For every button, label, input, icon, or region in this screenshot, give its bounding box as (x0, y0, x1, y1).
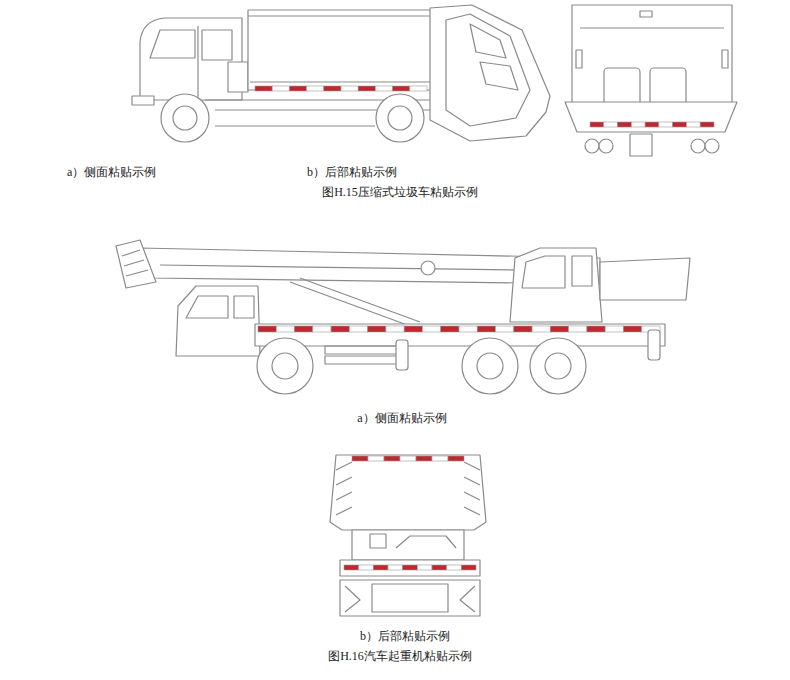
tape-segment (341, 86, 358, 91)
tape-segment (373, 565, 388, 570)
garbage-truck-side (132, 5, 550, 142)
figure-caption: 图H.15压缩式垃圾车粘贴示例 (320, 184, 480, 200)
tape-segment (422, 326, 440, 332)
tape-segment (673, 122, 687, 127)
tape-segment (258, 326, 276, 332)
tape-segment (461, 565, 476, 570)
tape-segment (295, 326, 313, 332)
tape-segment (393, 86, 410, 91)
tape-segment (623, 326, 641, 332)
tape-segment (359, 565, 374, 570)
view-caption: a）侧面粘贴示例 (355, 410, 448, 426)
figure-caption: 图H.16汽车起重机粘贴示例 (326, 648, 474, 664)
tape-segment (386, 326, 404, 332)
tape-segment (686, 122, 700, 127)
tape-segment (569, 326, 587, 332)
tape-segment (605, 326, 623, 332)
tape-segment (604, 122, 618, 127)
tape-segment (700, 122, 714, 127)
tape-segment (344, 565, 359, 570)
crane-truck-side (116, 240, 690, 394)
tape-segment (388, 565, 403, 570)
tape-segment (447, 565, 462, 570)
tape-segment (276, 326, 294, 332)
tape-segment (313, 326, 331, 332)
view-caption: b）后部粘贴示例 (358, 628, 452, 644)
reflective-tape (352, 456, 464, 461)
tape-segment (358, 86, 375, 91)
tape-segment (289, 86, 306, 91)
reflective-tape (258, 326, 660, 332)
tape-segment (349, 326, 367, 332)
tape-segment (375, 86, 392, 91)
tape-segment (331, 326, 349, 332)
tape-segment (631, 122, 645, 127)
view-caption: b）后部粘贴示例 (305, 164, 399, 180)
tape-segment (659, 122, 673, 127)
tape-segment (352, 456, 368, 461)
tape-segment (404, 326, 422, 332)
tape-segment (441, 326, 459, 332)
tape-segment (587, 326, 605, 332)
tape-segment (417, 565, 432, 570)
tape-segment (590, 122, 604, 127)
tape-segment (448, 456, 464, 461)
tape-segment (432, 565, 447, 570)
tape-segment (368, 326, 386, 332)
view-caption: a）侧面粘贴示例 (65, 164, 158, 180)
tape-segment (459, 326, 477, 332)
garbage-truck-rear (565, 5, 737, 156)
tape-segment (477, 326, 495, 332)
crane-truck-rear (330, 455, 486, 616)
tape-segment (324, 86, 341, 91)
reflective-tape (590, 122, 714, 127)
reflective-tape (344, 565, 476, 570)
tape-segment (514, 326, 532, 332)
tape-segment (307, 86, 324, 91)
tape-segment (532, 326, 550, 332)
tape-segment (400, 456, 416, 461)
tape-segment (416, 456, 432, 461)
tape-segment (645, 122, 659, 127)
tape-segment (496, 326, 514, 332)
tape-segment (618, 122, 632, 127)
tape-segment (272, 86, 289, 91)
tape-segment (255, 86, 272, 91)
tape-segment (550, 326, 568, 332)
tape-segment (384, 456, 400, 461)
tape-segment (432, 456, 448, 461)
tape-segment (403, 565, 418, 570)
reflective-tape (255, 86, 427, 91)
tape-segment (368, 456, 384, 461)
tape-segment (410, 86, 427, 91)
